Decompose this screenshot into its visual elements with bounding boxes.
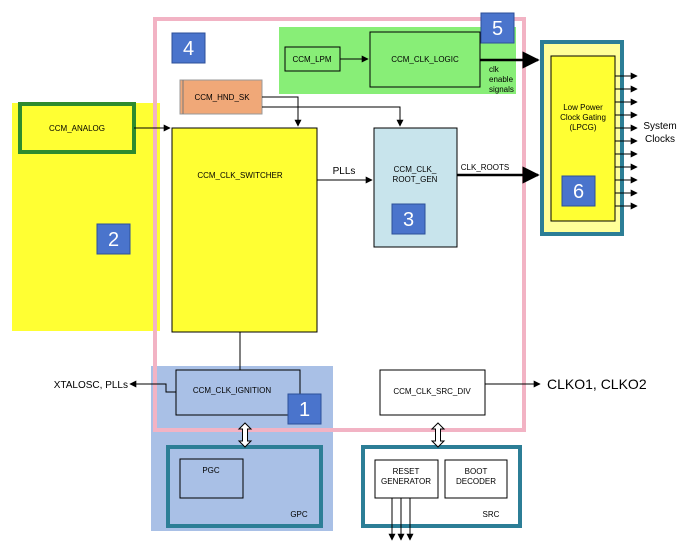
reset-generator-label-1: RESET [393,467,420,476]
src-label: SRC [483,510,500,519]
reset-generator-label-2: GENERATOR [381,477,431,486]
ccm-hnd-sk-label: CCM_HND_SK [194,93,250,102]
ccm-clk-logic-box [369,31,481,88]
svg-text:4: 4 [183,38,194,60]
system-clocks-label-1: System [643,121,676,132]
svg-text:2: 2 [108,229,119,251]
connectors [129,51,541,393]
reset-output-arrows [388,498,414,541]
srcdiv-src-link [430,422,446,448]
plls-signal-label: PLLs [333,166,356,177]
boot-decoder-label-1: BOOT [465,467,488,476]
ccm-analog-label: CCM_ANALOG [49,124,105,133]
region-4-ccm-border [153,17,526,432]
gpc-label: GPC [290,510,308,519]
clk-roots-signal-label: CLK_ROOTS [461,163,509,172]
badge-3: 3 [391,203,426,235]
ignition-gpc-link [237,422,253,448]
ccm-lpm-box [284,46,341,72]
ccm-clk-ignition-box [175,369,301,416]
lpcg-label-2: Clock Gating [560,113,606,122]
clk-enable-label-1: clk [489,65,500,74]
ccm-clk-switcher-label: CCM_CLK_SWITCHER [197,171,283,180]
ccm-clk-ignition-label: CCM_CLK_IGNITION [193,386,271,395]
ccm-lpm-label: CCM_LPM [292,55,331,64]
xtalosc-plls-label: XTALOSC, PLLs [54,380,128,391]
lpcg-label-1: Low Power [563,103,603,112]
badge-1: 1 [287,393,322,425]
svg-text:6: 6 [573,181,584,203]
ccm-clk-logic-label: CCM_CLK_LOGIC [391,55,459,64]
pgc-label: PGC [202,466,220,475]
ccm-clk-root-gen-label-1: CCM_CLK_ [394,165,437,174]
pgc-box [179,458,244,499]
svg-text:5: 5 [492,18,503,40]
badge-6: 6 [561,175,596,207]
ccm-clk-root-gen-label-2: ROOT_GEN [393,175,438,184]
svg-text:1: 1 [299,399,310,421]
clk-enable-label-2: enable [489,75,514,84]
lpcg-label-3: (LPCG) [569,123,596,132]
ccm-clk-switcher-box [171,127,318,333]
badge-4: 4 [171,32,206,64]
svg-text:3: 3 [403,209,414,231]
clko-label: CLKO1, CLKO2 [547,376,647,392]
ccm-clk-src-div-box [379,369,486,416]
ccm-clk-src-div-label: CCM_CLK_SRC_DIV [393,387,471,396]
system-clocks-label-2: Clocks [645,134,675,145]
badge-2: 2 [96,223,131,255]
badge-5: 5 [480,12,515,44]
boot-decoder-box [444,459,508,499]
clk-enable-label-3: signals [489,85,514,94]
system-clock-output-arrows [615,72,638,210]
reset-generator-box [374,459,439,499]
boot-decoder-label-2: DECODER [456,477,496,486]
